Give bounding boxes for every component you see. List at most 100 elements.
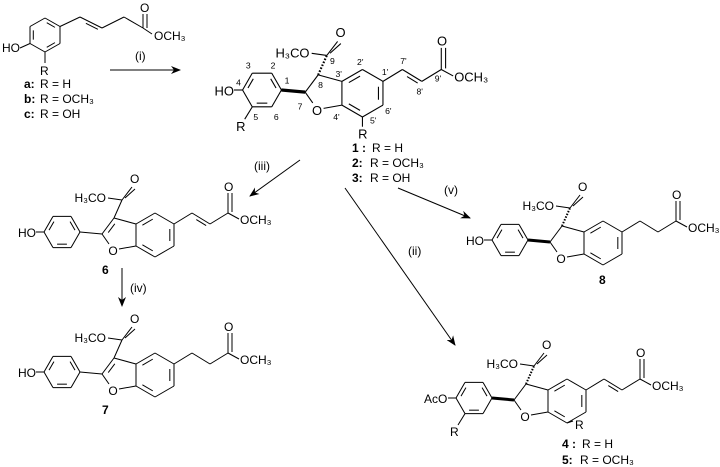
- atom-number: 3': [335, 69, 342, 79]
- bond: [569, 194, 581, 209]
- atom-number: 2': [357, 57, 364, 67]
- atom-number: 7': [400, 56, 407, 66]
- double-bond: [142, 358, 154, 366]
- ring-bond: [43, 231, 54, 248]
- double-bond: [46, 42, 56, 48]
- wedge-bond: [491, 396, 515, 402]
- bond: [675, 220, 688, 228]
- bond: [402, 69, 423, 82]
- bond: [101, 373, 110, 385]
- bond: [533, 352, 545, 367]
- ring-bond: [491, 239, 502, 256]
- atom-number: 3: [246, 60, 251, 70]
- double-bond: [69, 221, 76, 231]
- bond: [525, 383, 549, 391]
- double-bond: [124, 188, 136, 199]
- bond: [79, 371, 103, 375]
- reagent-v: (v): [444, 183, 458, 197]
- bond: [603, 378, 623, 391]
- double-bond: [348, 75, 361, 84]
- hydroxy-label: HO: [466, 234, 484, 248]
- variant-b: b: R = OCH₃: [24, 92, 94, 106]
- carbonyl-o-label: O: [140, 1, 149, 15]
- bond: [142, 27, 153, 35]
- ring-bond: [154, 352, 175, 365]
- ring-bond: [583, 253, 604, 266]
- r-label: R: [575, 418, 584, 432]
- bond: [513, 399, 522, 411]
- double-bond: [142, 244, 154, 252]
- bond: [191, 212, 211, 225]
- ring-bond: [547, 378, 568, 391]
- ring-bond: [242, 89, 253, 108]
- carbonyl-o-label: O: [130, 312, 139, 326]
- double-bond: [329, 43, 342, 54]
- bond: [639, 220, 659, 233]
- double-bond: [46, 22, 56, 28]
- bond: [79, 231, 103, 235]
- bond: [173, 352, 193, 365]
- r-label: R: [450, 425, 459, 439]
- bond: [101, 233, 110, 245]
- double-bond: [107, 363, 116, 373]
- atom-number: 1': [382, 67, 389, 77]
- ring-bond: [362, 104, 384, 118]
- atom-number: 4': [333, 112, 340, 122]
- ring-bond: [271, 72, 282, 91]
- variant-r: R = OCH₃: [40, 92, 94, 106]
- bond: [121, 186, 133, 201]
- ring-bond: [154, 385, 175, 398]
- bond: [513, 383, 527, 401]
- carbonyl-o-label: O: [542, 338, 551, 352]
- ring-bond: [341, 104, 363, 118]
- bond: [101, 357, 115, 375]
- methoxy-label: H₃CO: [74, 191, 106, 205]
- ring-bond: [242, 72, 253, 91]
- atom-number: 9': [435, 73, 442, 83]
- double-bond: [107, 223, 116, 233]
- bond: [191, 352, 211, 365]
- bond: [304, 74, 319, 93]
- bond: [113, 357, 137, 365]
- atom-number: 6': [385, 106, 392, 116]
- methoxy-label: H₃CO: [486, 357, 518, 371]
- variant-id: 2:: [352, 156, 363, 170]
- methoxy-label: H₃CO: [275, 46, 309, 61]
- atom-number: 7: [298, 101, 303, 111]
- compound-7: HO H₃CO O O O OCH₃ 7: [18, 312, 272, 417]
- bond: [113, 339, 123, 359]
- ring-bond: [583, 220, 604, 233]
- ring-bond: [70, 371, 81, 388]
- methoxy-label: H₃CO: [74, 331, 106, 345]
- wedge-bond: [281, 88, 306, 94]
- bond: [113, 217, 137, 225]
- ring-o-label: O: [520, 410, 529, 424]
- double-bond: [517, 229, 524, 239]
- ring-bond: [362, 69, 384, 82]
- double-bond: [554, 384, 566, 392]
- ring-bond: [602, 220, 623, 233]
- bond: [561, 225, 585, 233]
- bond: [382, 69, 403, 82]
- bond: [118, 385, 137, 390]
- atom-number: 9: [330, 56, 335, 66]
- reagent-i: (i): [135, 49, 146, 63]
- variant-r: R = OH: [40, 107, 80, 121]
- ring-bond: [341, 69, 363, 82]
- ring-bond: [566, 378, 587, 391]
- arrow-ii: [344, 187, 456, 346]
- bond: [441, 69, 454, 77]
- r-bond: [244, 106, 253, 120]
- compound-4-5-variants: 4 : R = H 5: R = OCH₃: [562, 437, 634, 467]
- variant-r: R = OH: [370, 171, 410, 185]
- double-bond: [85, 22, 99, 30]
- variant-r: R = H: [372, 141, 403, 155]
- bond: [323, 104, 343, 109]
- ring-bond: [43, 216, 54, 233]
- compound-4-5: AcO H₃CO O O R R O OCH₃: [424, 338, 684, 439]
- bond: [227, 352, 240, 360]
- carbonyl-o-label: O: [130, 172, 139, 186]
- bond: [311, 52, 327, 56]
- variant-id: a:: [24, 77, 35, 91]
- double-bond: [496, 229, 503, 239]
